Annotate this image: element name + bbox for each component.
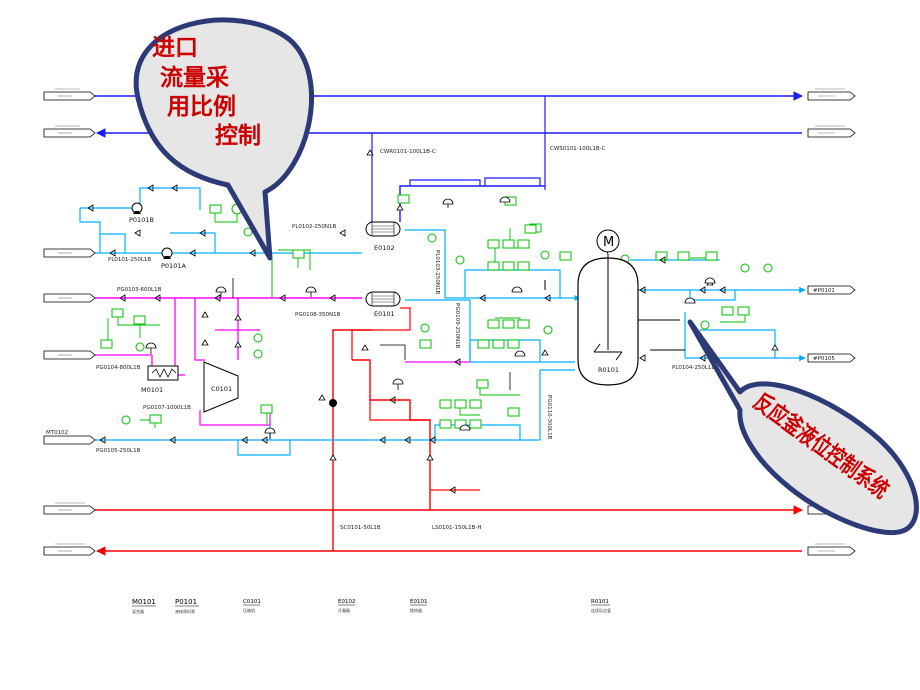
legend-tag: E0101 [410,599,427,605]
legend-tag: R0101 [591,599,609,605]
steam-lines [95,307,803,556]
legend-item: R0101 连续反应釜 [591,599,611,613]
label-p0101a: P0101A [161,262,186,270]
condenser-e0102[interactable]: E0102 [365,221,401,252]
label-e0102: E0102 [374,244,395,252]
label-c0101: C0101 [211,385,232,393]
legend-desc: 连续反应釜 [591,607,611,613]
pump-p0101b[interactable]: P0101B [129,202,154,224]
legend-desc: 压缩机 [243,607,255,613]
control-valves [145,196,716,439]
pump-p0101a[interactable]: P0101A [161,247,186,270]
pipe-label-pl0104: PL0104-250L1B [672,365,715,371]
compressor-c0101[interactable]: C0101 [203,361,239,413]
pipe-label-pg0107: PG0107-1000L1B [143,405,191,411]
pipe-labels: CWR0101-100L1B-C CWS0101-100L1B-C PL0101… [46,146,835,531]
valves [87,149,779,494]
legend-tag: P0101 [175,598,197,606]
callout-flow-ratio-control: 进口 流量采 用比例 控制 [133,17,314,261]
pipe-label-pg0105: PG0105-250L1B [96,448,141,454]
legend-tag: M0101 [132,598,156,606]
gas-lines [95,258,470,426]
callout-reactor-level-control: 反应釜液位控制系统 [687,319,919,536]
legend-item: P0101 液体原料泵 [175,598,199,614]
legend-item: M0101 混合器 [132,598,156,614]
pipe-label-mt0102: MT0102 [46,430,68,436]
legend-item: E0102 冷凝器 [338,599,355,613]
detail-lines [232,278,685,390]
legend-desc: 混合器 [132,608,144,614]
motor-label: M [603,235,614,250]
pipe-label-ls0101: LS0101-150L1B-H [432,525,482,531]
process-lines [79,187,806,456]
pipe-label-out-mid: #P0105 [813,356,835,362]
callout-left-line-4: 控制 [215,122,261,149]
pipe-label-pg0108: PG0108-350N1B [295,312,341,318]
callout-left-line-1: 进口 [152,35,198,61]
mixer-m0101[interactable]: M0101 [141,365,179,394]
legend-desc: 冷凝器 [338,607,350,613]
label-m0101: M0101 [141,386,163,394]
pipe-label-pg0103: PG0103-600L1B [117,287,162,293]
equipment: P0101B P0101A M0101 C0101 E0102 [129,202,639,413]
legend-desc: 换热器 [410,607,422,613]
callout-left-line-2: 流量采 [160,64,229,91]
equipment-legend: M0101 混合器 P0101 液体原料泵 C0101 压缩机 E0102 冷凝… [132,598,611,614]
legend-item: E0101 换热器 [410,599,427,613]
label-p0101b: P0101B [129,216,154,224]
separator [329,399,337,407]
pipe-label-pl0103: PL0103-250N1B [434,250,440,294]
legend-tag: E0102 [338,599,355,605]
legend-desc: 液体原料泵 [175,608,195,614]
pipe-label-pg0110: PG0110-300L1B [546,395,552,440]
reactor-r0101[interactable]: M R0101 [577,229,639,386]
legend-item: C0101 压缩机 [243,599,261,613]
label-r0101: R0101 [598,366,619,374]
legend-tag: C0101 [243,599,261,605]
pipe-label-pg0104: PG0104-800L1B [96,365,141,371]
pipe-label-out-top: #P0101 [813,288,835,294]
pipe-label-cwr: CWR0101-100L1B-C [380,149,436,155]
pipe-label-pg0109: PG0109-250N1B [454,303,460,349]
line-tags [43,91,856,556]
pipe-label-pl0102: PL0102-250N1B [292,224,336,230]
pipe-label-sc0101: SC0101-50L1B [340,525,381,531]
instrument-blocks [100,194,773,429]
callout-left-line-3: 用比例 [167,94,236,120]
pipe-label-cws: CWS0101-100L1B-C [550,146,606,152]
exchanger-e0101[interactable]: E0101 [365,291,401,318]
pipe-label-pl0101: PL0101-250L1B [108,257,151,263]
label-e0101: E0101 [374,310,395,318]
